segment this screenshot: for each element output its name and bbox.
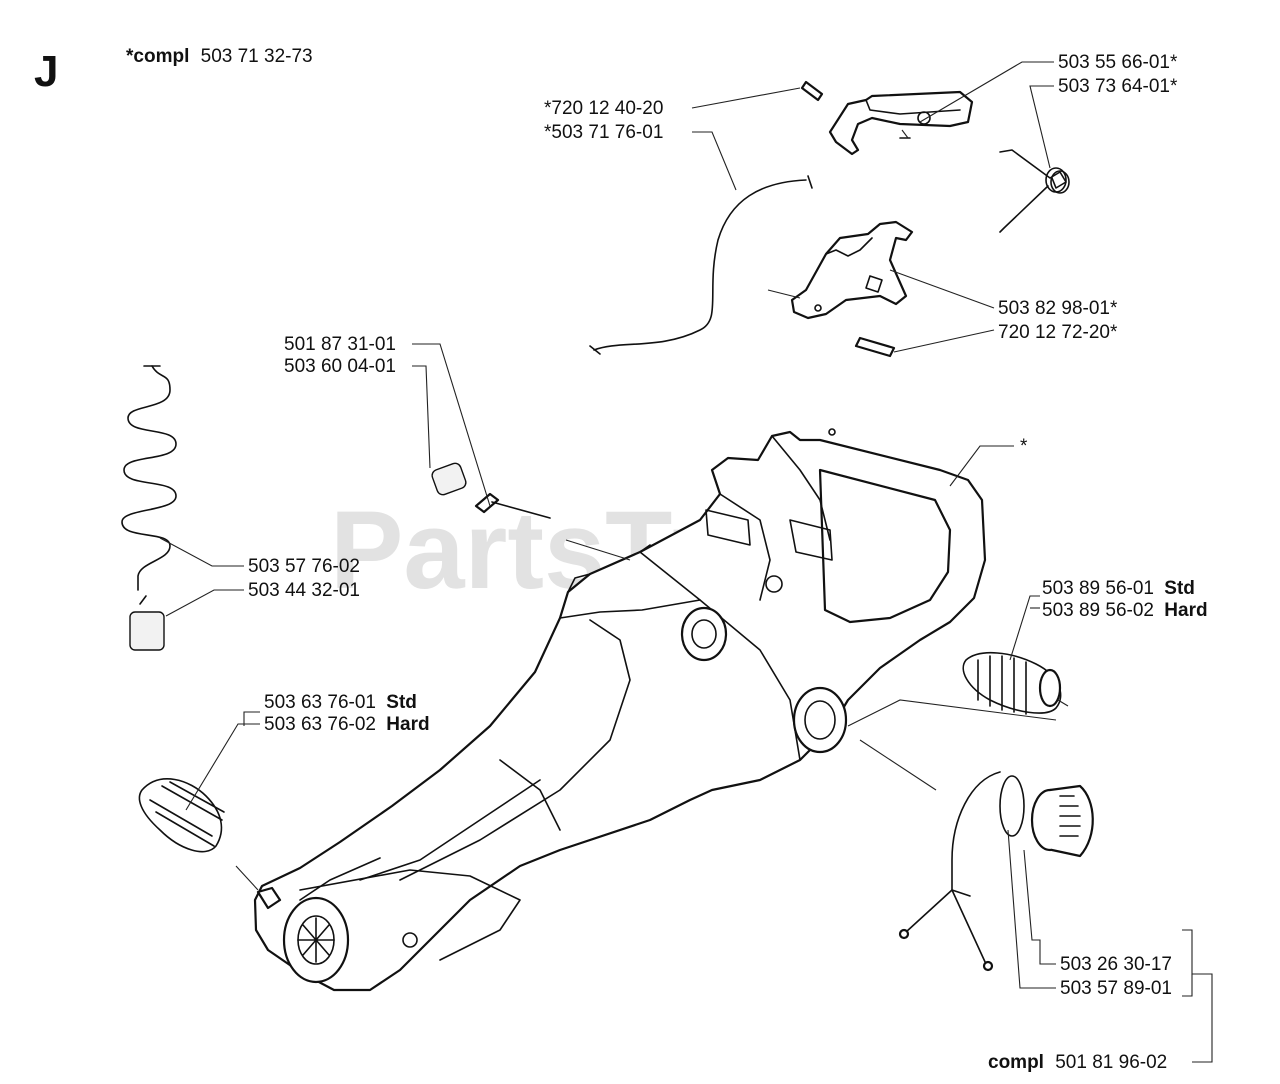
label-503-89-56-01-number: 503 89 56-01 <box>1042 578 1154 599</box>
header-compl-prefix: *compl <box>126 46 189 67</box>
label-503-82-98-01: 503 82 98-01* <box>998 298 1118 319</box>
label-503-89-56-02-number: 503 89 56-02 <box>1042 600 1154 621</box>
label-503-89-56-01: 503 89 56-01 Std <box>1042 578 1195 599</box>
fuel-filter-drawing <box>129 595 165 651</box>
tank-housing-drawing <box>253 428 987 992</box>
fuel-hose-drawing <box>474 492 551 519</box>
throttle-cable-drawing <box>589 175 813 355</box>
cap-strap-drawing <box>898 771 1001 972</box>
label-501-87-31-01: 501 87 31-01 <box>284 334 396 355</box>
label-503-57-76-02: 503 57 76-02 <box>248 556 360 577</box>
label-503-71-76-01: *503 71 76-01 <box>544 122 663 143</box>
pin-top-drawing <box>800 80 824 102</box>
label-503-57-89-01: 503 57 89-01 <box>1060 978 1172 999</box>
throttle-lockout-drawing <box>790 220 914 320</box>
footer-compl-number: 501 81 96-02 <box>1055 1052 1167 1073</box>
label-503-89-56-02-suffix: Hard <box>1164 600 1207 621</box>
label-503-63-76-02-suffix: Hard <box>386 714 429 735</box>
label-housing-star: * <box>1020 436 1028 457</box>
leader-lines <box>159 61 1213 1063</box>
label-503-89-56-02: 503 89 56-02 Hard <box>1042 600 1208 621</box>
label-720-12-72-20: 720 12 72-20* <box>998 322 1118 343</box>
label-503-63-76-01-suffix: Std <box>386 692 417 713</box>
label-503-26-30-17: 503 26 30-17 <box>1060 954 1172 975</box>
label-compl-501-81-96-02: compl 501 81 96-02 <box>988 1052 1167 1073</box>
torsion-spring-drawing <box>999 149 1070 233</box>
o-ring-drawing <box>999 775 1025 837</box>
label-503-63-76-02-number: 503 63 76-02 <box>264 714 376 735</box>
label-503-44-32-01: 503 44 32-01 <box>248 580 360 601</box>
label-503-63-76-02: 503 63 76-02 Hard <box>264 714 430 735</box>
label-503-55-66-01: 503 55 66-01* <box>1058 52 1178 73</box>
label-503-60-04-01: 503 60 04-01 <box>284 356 396 377</box>
footer-compl-prefix: compl <box>988 1052 1044 1073</box>
header-compl: *compl 503 71 32-73 <box>126 46 313 67</box>
label-503-89-56-01-suffix: Std <box>1164 578 1195 599</box>
tank-cap-drawing <box>1030 784 1094 858</box>
pin-lower-drawing <box>854 336 896 358</box>
label-503-73-64-01: 503 73 64-01* <box>1058 76 1178 97</box>
fuel-line-drawing <box>121 365 177 591</box>
av-spring-left-drawing <box>138 778 282 910</box>
label-503-63-76-01: 503 63 76-01 Std <box>264 692 417 713</box>
pickup-filter-drawing <box>431 462 467 496</box>
label-720-12-40-20: *720 12 40-20 <box>544 98 663 119</box>
throttle-trigger-drawing <box>828 90 974 156</box>
label-503-63-76-01-number: 503 63 76-01 <box>264 692 376 713</box>
header-compl-number: 503 71 32-73 <box>201 46 313 67</box>
section-letter: J <box>34 47 58 96</box>
av-element-right-drawing <box>962 651 1062 715</box>
